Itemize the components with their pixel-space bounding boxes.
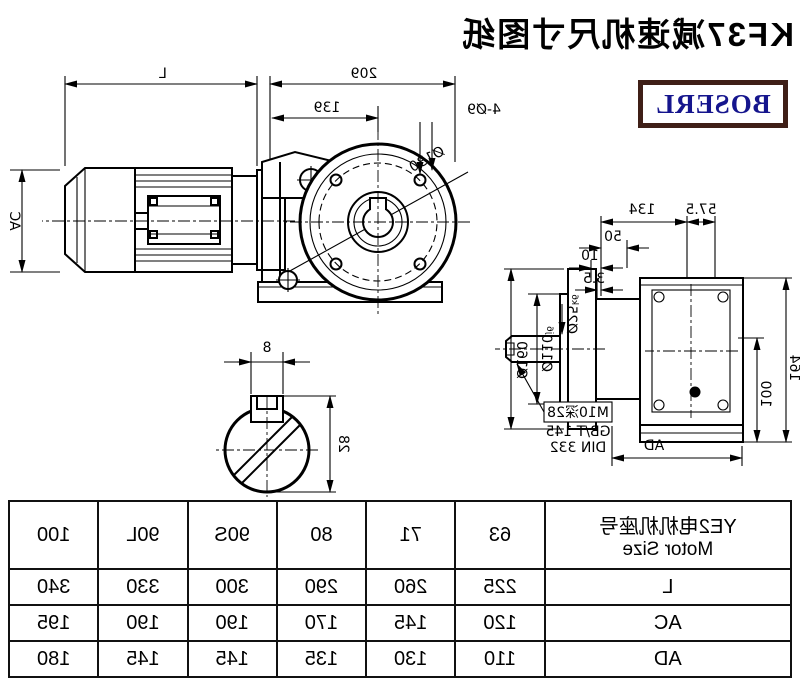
table-cell: 145: [98, 641, 188, 677]
table-cell: 120: [455, 605, 545, 641]
dim-D160: Ø160: [513, 341, 529, 379]
row-label: AC: [544, 605, 791, 641]
table-cell: 260: [366, 569, 456, 605]
table-cell: 145: [187, 641, 277, 677]
dim-key-width: 8: [263, 340, 272, 356]
col-80: 80: [276, 501, 367, 569]
table-cell: 110: [455, 641, 545, 677]
table-cell: 170: [276, 605, 367, 641]
dim-57-5: 57.5: [685, 202, 716, 218]
col-90L: 90L: [98, 501, 188, 569]
dim-D110j6: Ø110j6: [538, 326, 554, 372]
plug-dot: [689, 386, 701, 398]
dim-AC: AC: [6, 211, 22, 230]
dim-AD: AD: [644, 438, 664, 454]
table-cell: 300: [187, 569, 277, 605]
table-row-AD: AD 110 130 135 145 145 180: [9, 641, 791, 677]
col-90S: 90S: [187, 501, 277, 569]
row-label: L: [544, 569, 791, 605]
table-cell: 290: [276, 569, 367, 605]
table-cell: 330: [98, 569, 188, 605]
motor-size-table: YE2电机机座号 Motor Size 63 71 80 90S 90L 100…: [8, 500, 792, 678]
dim-4xD9: 4-Ø9: [467, 102, 501, 118]
table-cell: 135: [276, 641, 367, 677]
dim-3-5: 3.5: [583, 271, 605, 287]
dim-164: 164: [786, 355, 800, 382]
table-cell: 340: [9, 569, 99, 605]
gearbox-side-view: 57.5 134 50 10 3.5 Ø160 Ø110j6: [495, 202, 800, 466]
engineering-drawing-svg: L AC: [6, 66, 800, 497]
table-header-row: YE2电机机座号 Motor Size 63 71 80 90S 90L 100: [9, 501, 791, 569]
bolt-hole: [329, 173, 343, 187]
dim-50: 50: [604, 229, 622, 245]
table-cell: 195: [9, 605, 99, 641]
dim-100: 100: [757, 381, 773, 408]
bolt-hole: [329, 257, 343, 271]
table-cell: 190: [187, 605, 277, 641]
col-63: 63: [455, 501, 545, 569]
row-label: AD: [544, 641, 791, 677]
header-line2: Motor Size: [622, 538, 714, 560]
dim-10: 10: [581, 248, 599, 264]
col-71: 71: [366, 501, 456, 569]
table-cell: 225: [455, 569, 545, 605]
flange-front-view: 209 139 4-Ø9 Ø130: [257, 66, 501, 316]
header-line1: YE2电机机座号: [598, 515, 737, 538]
bolt-hole: [413, 257, 427, 271]
col-100: 100: [9, 501, 99, 569]
tap-note-size: M10深28: [547, 405, 609, 421]
motor-side-view: L AC: [6, 66, 295, 273]
table-header-cell: YE2电机机座号 Motor Size: [544, 501, 791, 569]
table-cell: 145: [366, 605, 456, 641]
tap-note-din: DIN 332: [550, 440, 607, 456]
table-row-AC: AC 120 145 170 190 190 195: [9, 605, 791, 641]
table-row-L: L 225 260 290 300 330 340: [9, 569, 791, 605]
table-cell: 190: [98, 605, 188, 641]
dim-L: L: [159, 66, 167, 82]
shaft-section-view: 8 28: [216, 340, 351, 497]
dim-D25k6: Ø25k6: [563, 294, 579, 334]
dim-209: 209: [351, 66, 378, 82]
dim-key-depth: 28: [335, 435, 351, 453]
dim-139: 139: [314, 100, 341, 116]
tap-note-gb: GB/T 145: [546, 424, 611, 440]
table-cell: 180: [9, 641, 99, 677]
dim-134: 134: [629, 202, 656, 218]
table-cell: 130: [366, 641, 456, 677]
